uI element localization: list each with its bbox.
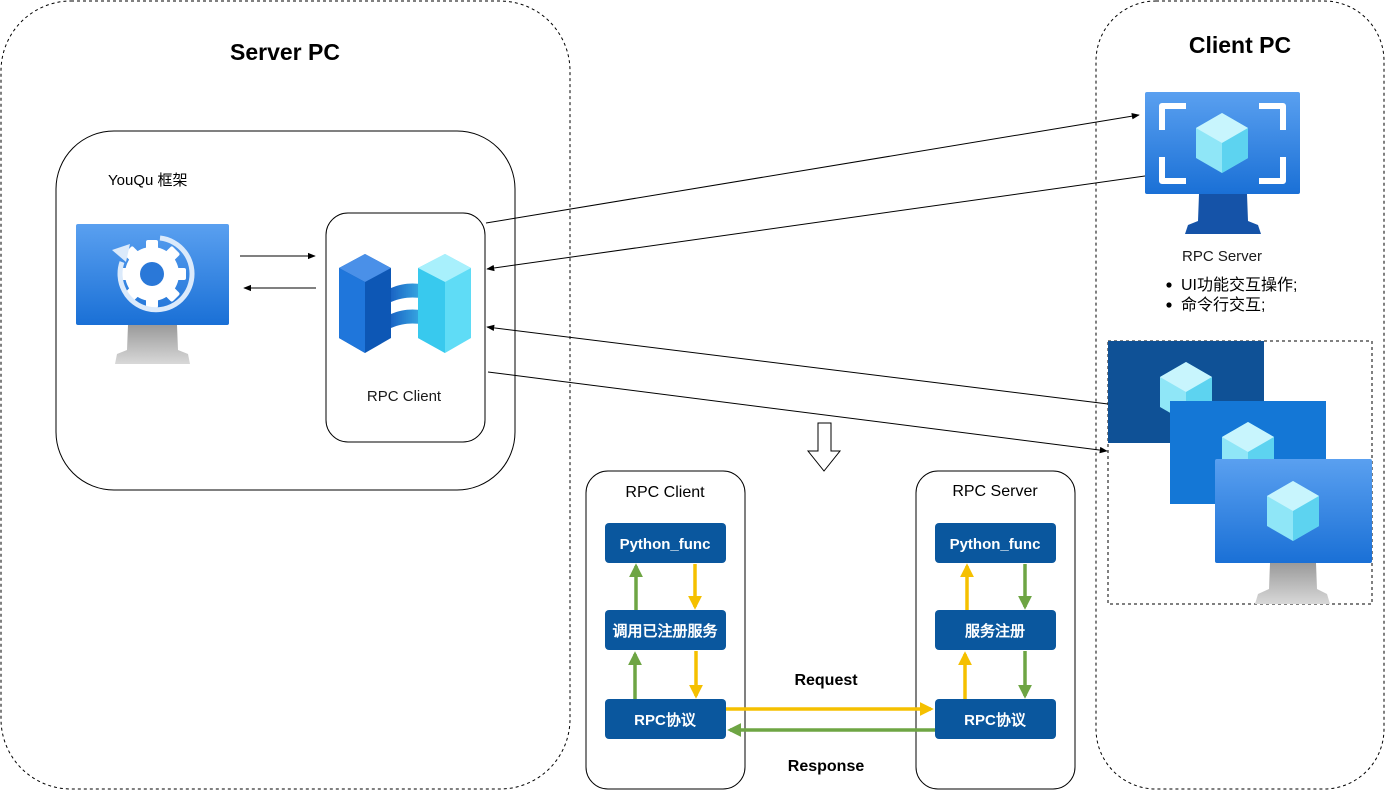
client-python-func-box: [605, 523, 726, 563]
server-protocol-label: RPC协议: [964, 711, 1027, 729]
detail-rpc-client-title: RPC Client: [625, 484, 705, 501]
rpc-client-label: RPC Client: [367, 388, 442, 405]
rpc-server-label: RPC Server: [1182, 248, 1262, 265]
bullet-cli-interaction: 命令行交互;: [1181, 296, 1265, 314]
automation-monitor-icon: [76, 224, 229, 364]
expand-down-arrow-icon: [806, 422, 842, 472]
client-call-service-box: [605, 610, 726, 650]
server-python-func-box: [935, 523, 1056, 563]
request-label: Request: [794, 672, 858, 689]
server-register-service-label: 服务注册: [965, 622, 1025, 640]
monitor-cluster-icon: [1108, 341, 1372, 604]
server-python-func-label: Python_func: [950, 536, 1041, 553]
remote-to-rpc-arrow: [486, 175, 1146, 272]
bullet-dot: [1166, 302, 1172, 308]
server-pc-title: Server PC: [230, 39, 340, 65]
detail-rpc-server-title: RPC Server: [952, 483, 1038, 500]
client-pc-region: [1095, 0, 1385, 790]
remote-desktop-icon: [1145, 92, 1300, 234]
server-register-service-box: [935, 610, 1056, 650]
client-call-service-label: 调用已注册服务: [612, 622, 718, 640]
rpc-to-remote-arrow: [485, 113, 1140, 224]
bullet-ui-interaction: UI功能交互操作;: [1181, 276, 1297, 294]
response-label: Response: [788, 758, 865, 775]
client-python-func-label: Python_func: [620, 536, 711, 553]
client-protocol-label: RPC协议: [634, 711, 697, 729]
rpc-connection-icon: [339, 254, 471, 353]
client-protocol-box: [605, 699, 726, 739]
framework-label: YouQu 框架: [108, 172, 188, 189]
rpc-to-cluster-arrow: [487, 371, 1108, 454]
bullet-dot: [1166, 282, 1172, 288]
server-protocol-box: [935, 699, 1056, 739]
client-pc-title: Client PC: [1189, 32, 1291, 58]
cluster-to-rpc-arrow: [486, 324, 1109, 405]
